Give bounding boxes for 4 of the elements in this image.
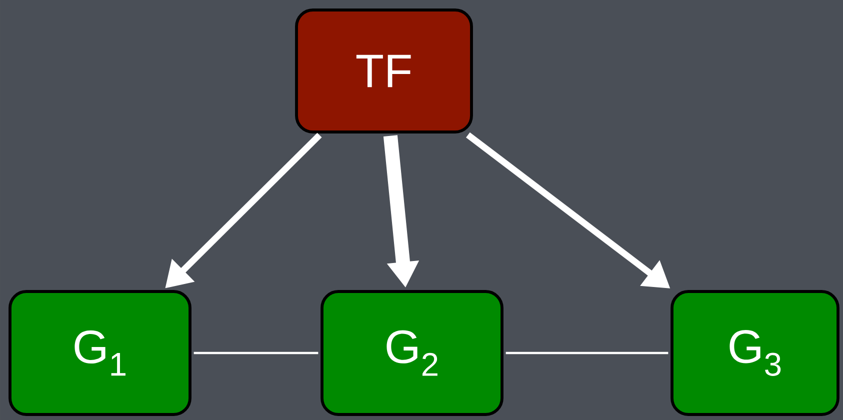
gene-box: G$_{2}$ xyxy=(320,290,504,416)
gene-box: G$_{3}$ xyxy=(670,290,840,416)
gene-box: TF xyxy=(295,8,473,134)
gene-box: G$_{1}$ xyxy=(8,290,192,416)
